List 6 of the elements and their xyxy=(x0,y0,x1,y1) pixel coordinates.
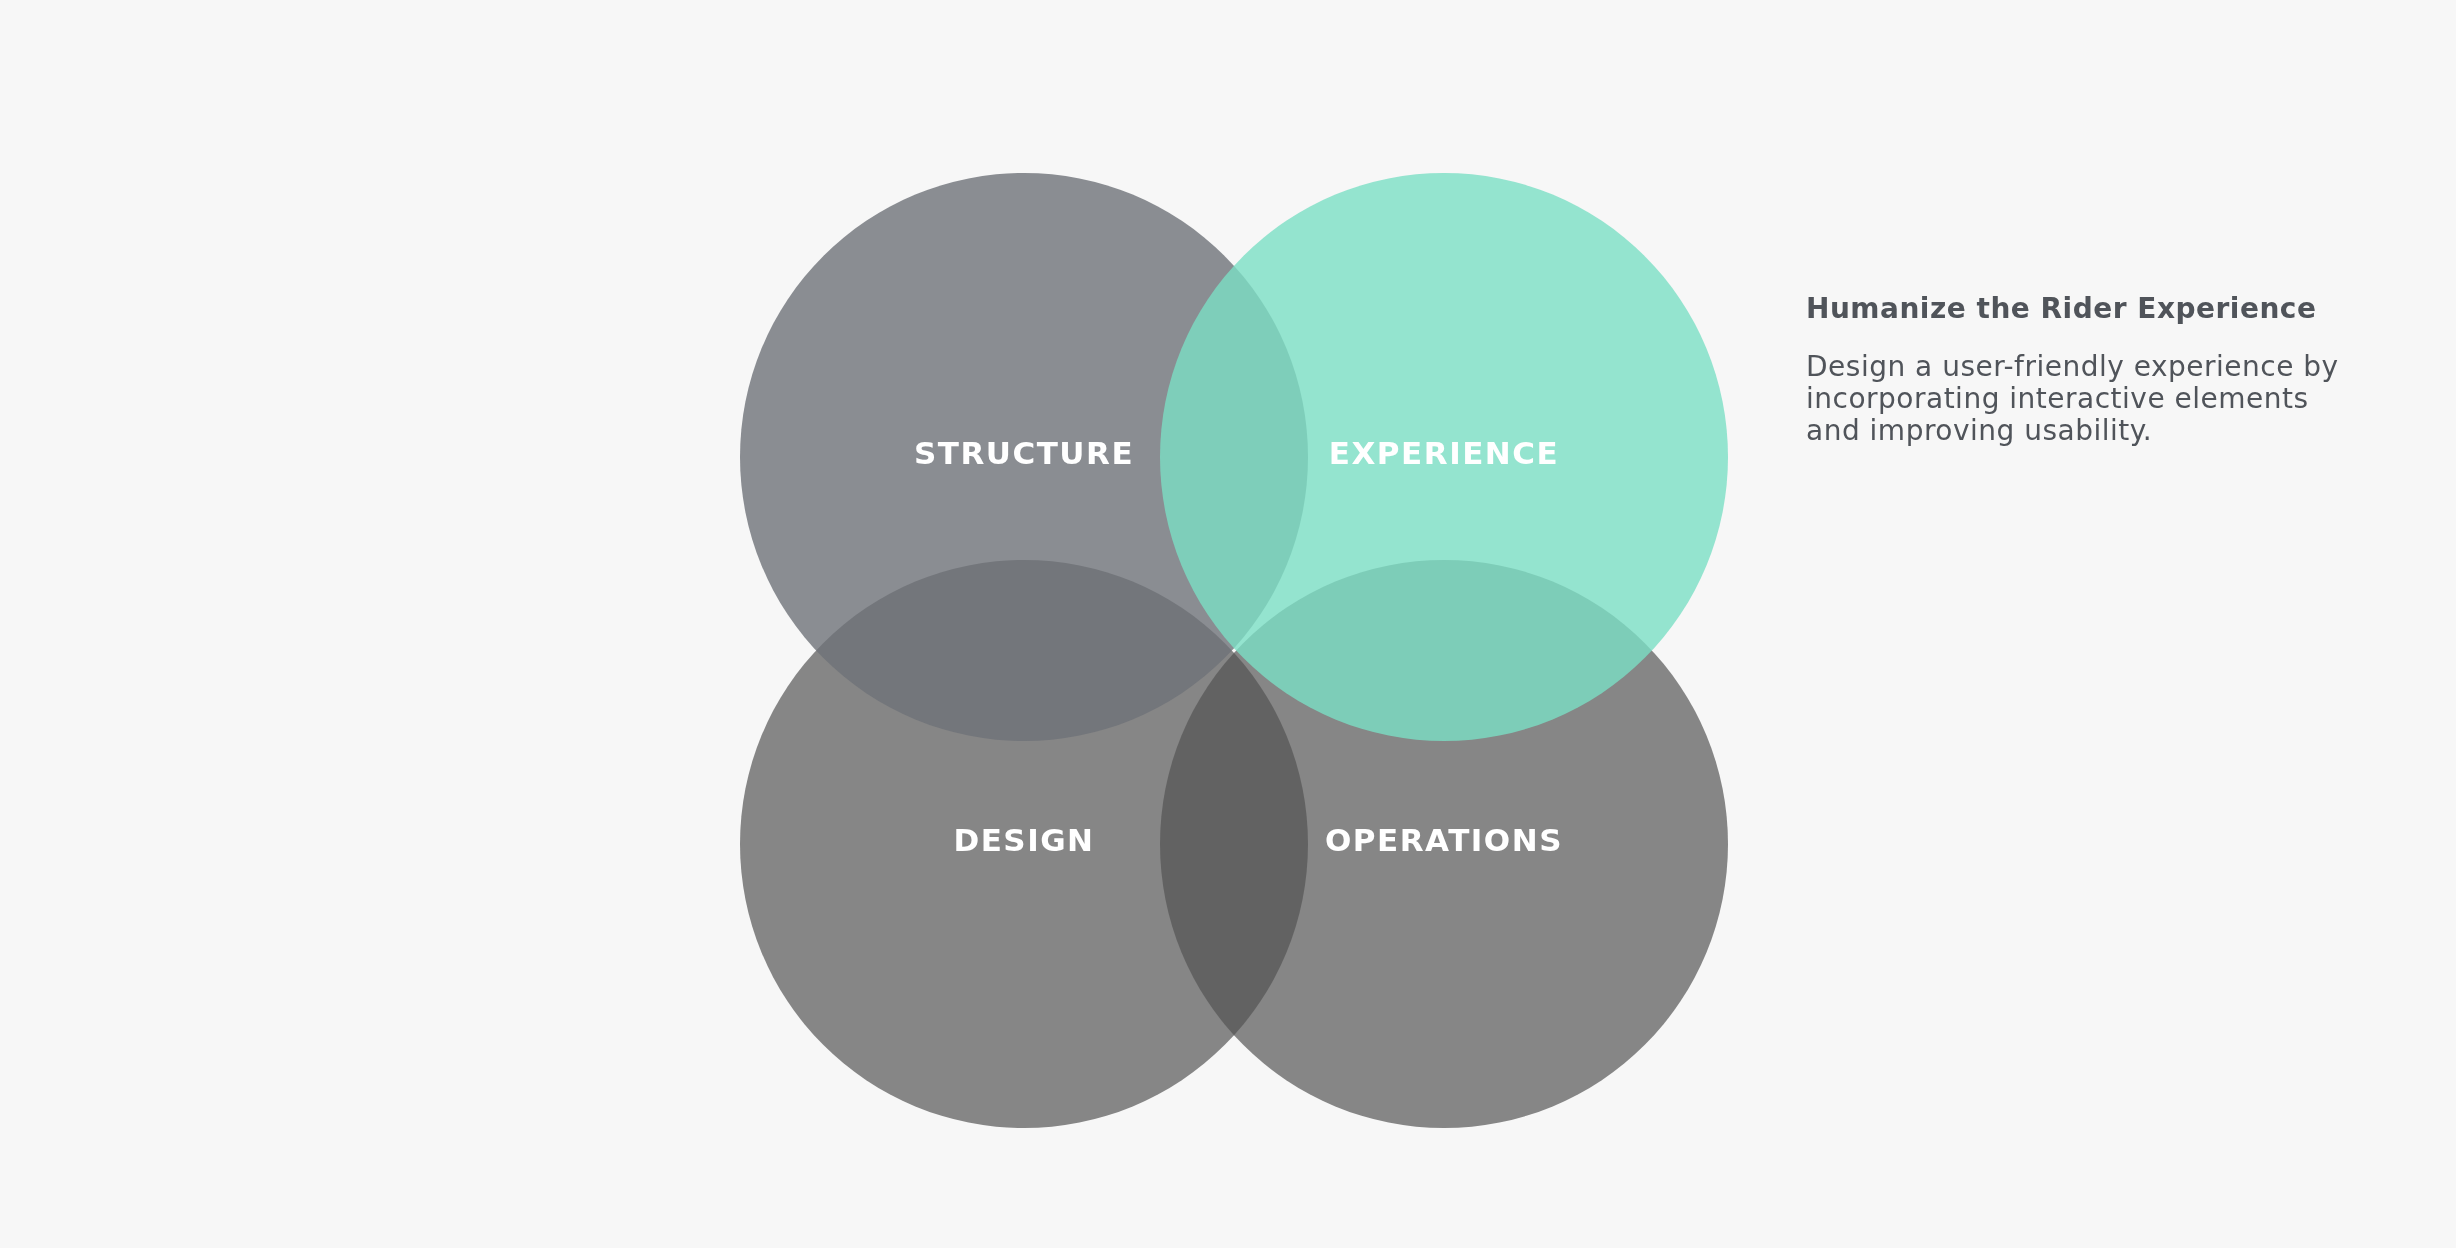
circle-label: EXPERIENCE xyxy=(1328,435,1560,471)
heading: Humanize the Rider Experience xyxy=(1806,292,2318,325)
circle-label: DESIGN xyxy=(953,822,1095,858)
circle-label: STRUCTURE xyxy=(913,435,1135,471)
circle-label: OPERATIONS xyxy=(1325,822,1563,858)
description-text: Design a user-friendly experience by incorporating interactive elements and improving usability. xyxy=(1806,351,2340,447)
